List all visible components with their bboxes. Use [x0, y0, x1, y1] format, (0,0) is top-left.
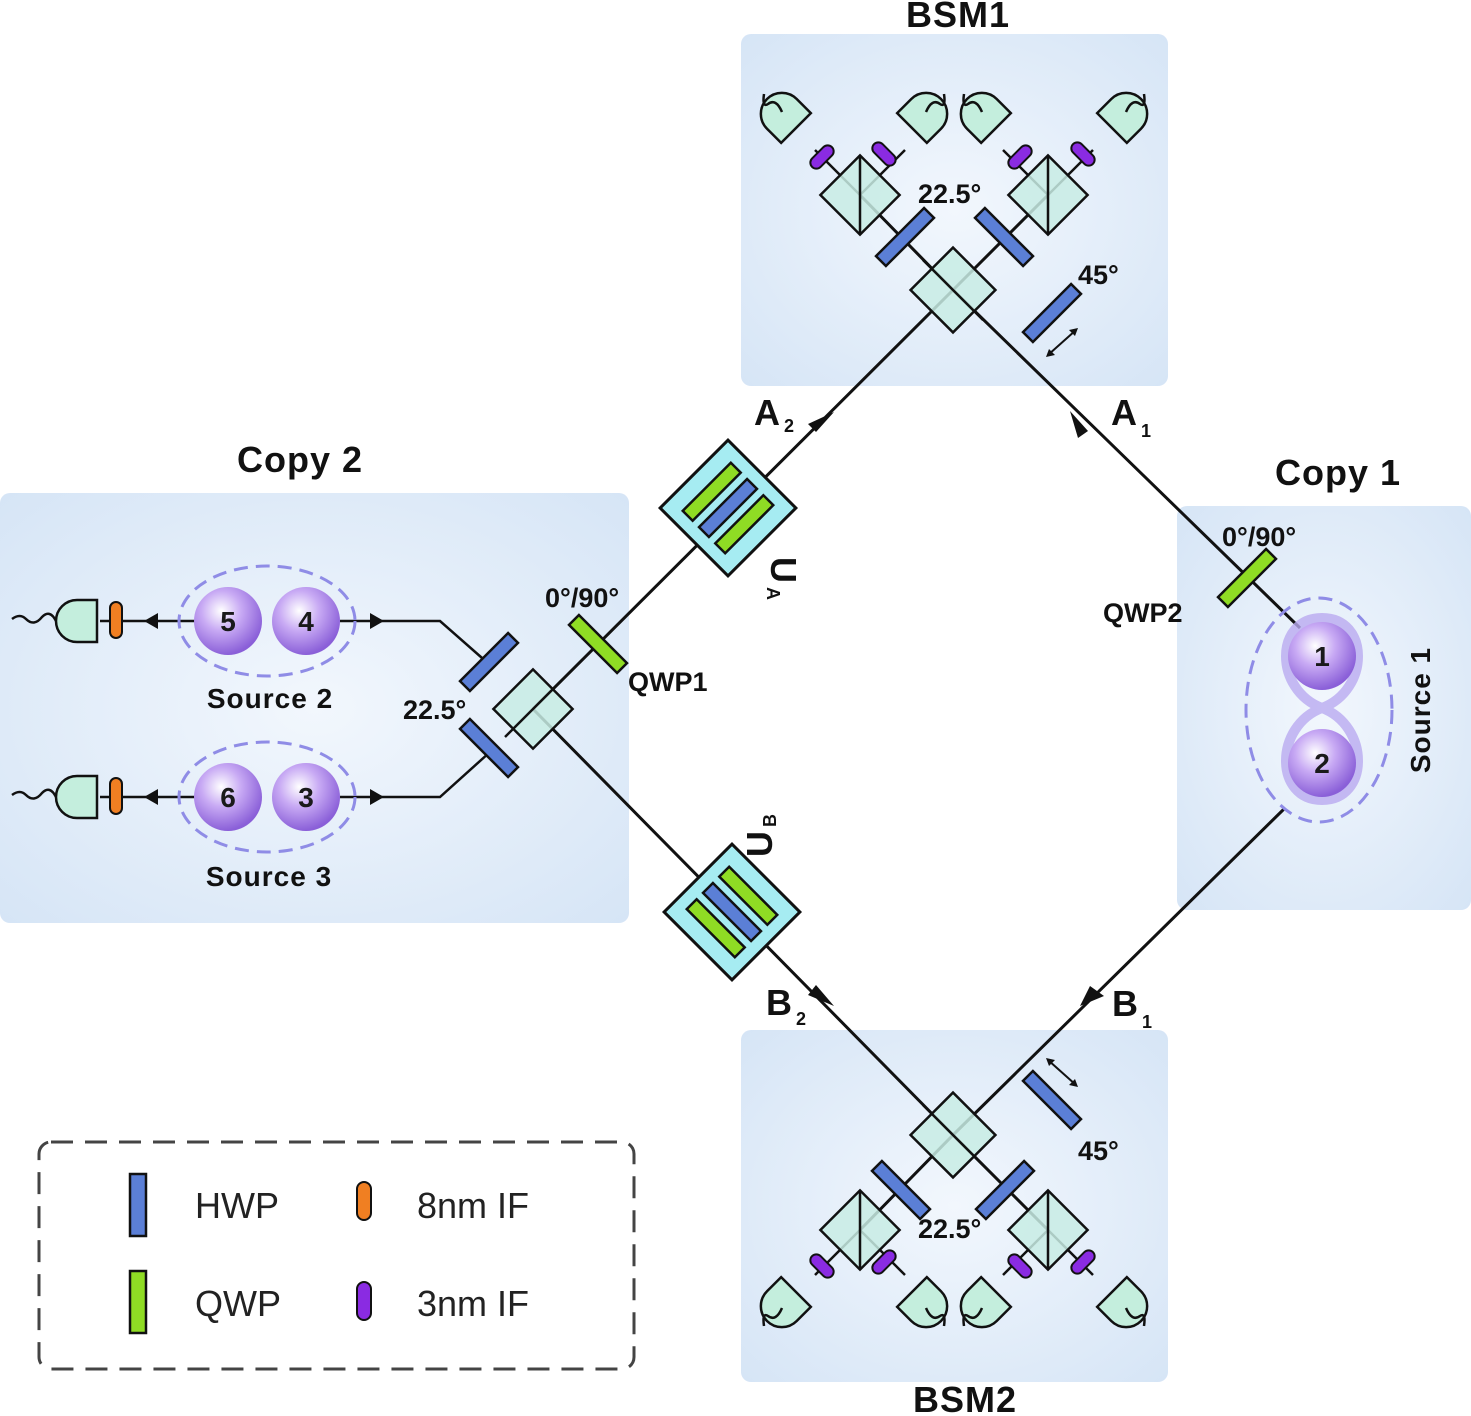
ua-box — [657, 437, 799, 579]
photon-5-label: 5 — [220, 606, 236, 637]
bsm2-hwp-45 — [1021, 1069, 1083, 1131]
legend: HWP QWP 8nm IF 3nm IF — [37, 1140, 636, 1371]
svg-text:1: 1 — [1141, 421, 1151, 441]
bsm1-angle-45: 45° — [1078, 260, 1119, 290]
copy1-module — [1216, 547, 1394, 824]
copy2-title: Copy 2 — [237, 439, 363, 480]
qwp1-label: QWP1 — [628, 667, 708, 697]
bsm2-hwp-left — [870, 1159, 932, 1221]
ub-box — [661, 841, 803, 983]
legend-if8-swatch — [356, 1181, 372, 1221]
legend-if3-swatch — [356, 1281, 372, 1321]
bsm2-if-2 — [871, 1249, 897, 1275]
copy2-module — [11, 564, 629, 854]
source3-ring — [177, 740, 357, 854]
copy2-detector-top — [54, 598, 99, 644]
legend-hwp-label: HWP — [195, 1185, 279, 1226]
svg-text:A: A — [763, 587, 783, 600]
svg-text:B: B — [1112, 983, 1139, 1024]
bsm2-if-4 — [1070, 1249, 1096, 1275]
copy2-pbs — [491, 667, 575, 751]
photon-2 — [1288, 729, 1356, 797]
ua-label: U A — [763, 557, 804, 600]
photon-1 — [1288, 622, 1356, 690]
bsm2-if-1 — [809, 1253, 835, 1279]
bsm2-pbs-left — [818, 1188, 902, 1272]
legend-hwp-swatch — [128, 1172, 148, 1238]
svg-text:2: 2 — [796, 1009, 806, 1029]
photon-4 — [272, 587, 340, 655]
qwp2-angle: 0°/90° — [1222, 522, 1296, 552]
photon-2-label: 2 — [1314, 748, 1330, 779]
bsm2-angle-225: 22.5° — [918, 1214, 981, 1244]
qwp2 — [1216, 547, 1278, 609]
path-label-a2: A 2 — [754, 392, 794, 436]
bsm2-angle-45: 45° — [1078, 1136, 1119, 1166]
photon-3 — [272, 763, 340, 831]
svg-text:A: A — [754, 392, 781, 433]
bsm1-if-3 — [1007, 144, 1033, 170]
bsm1-hwp-45 — [1021, 282, 1083, 344]
bsm2-pbs-right — [1006, 1188, 1090, 1272]
photon-6 — [194, 763, 262, 831]
legend-if8-label: 8nm IF — [417, 1185, 529, 1226]
path-label-b2: B 2 — [766, 982, 806, 1029]
bsm1-module — [750, 82, 1158, 357]
bsm1-hwp-left — [874, 206, 936, 268]
source2-label: Source 2 — [207, 683, 333, 714]
legend-qwp-label: QWP — [195, 1283, 281, 1324]
copy2-if-top — [109, 601, 123, 639]
bsm1-title: BSM1 — [906, 0, 1010, 35]
legend-qwp-swatch — [128, 1269, 148, 1335]
svg-text:U: U — [763, 557, 804, 584]
photon-3-label: 3 — [298, 782, 314, 813]
path-label-b1: B 1 — [1112, 983, 1152, 1032]
svg-text:1: 1 — [1142, 1012, 1152, 1032]
svg-text:U: U — [739, 830, 780, 857]
bsm1-pbs-left — [818, 153, 902, 237]
photon-5 — [194, 587, 262, 655]
copy2-if-bottom — [109, 777, 123, 815]
copy2-angle-225: 22.5° — [403, 695, 466, 725]
bsm1-if-2 — [871, 141, 897, 167]
svg-text:A: A — [1111, 392, 1138, 433]
copy2-detector-bottom — [54, 774, 99, 820]
bsm2-hwp-right — [974, 1159, 1036, 1221]
qwp1 — [567, 613, 629, 675]
copy2-panel — [0, 493, 629, 923]
qwp2-label: QWP2 — [1103, 598, 1183, 628]
copy2-hwp-bottom — [458, 717, 520, 779]
bsm2-if-3 — [1007, 1253, 1033, 1279]
svg-text:2: 2 — [784, 416, 794, 436]
bsm2-title: BSM2 — [913, 1379, 1017, 1416]
photon-6-label: 6 — [220, 782, 236, 813]
bsm2-panel — [741, 1030, 1168, 1382]
bsm2-module — [750, 1058, 1158, 1338]
photon-4-label: 4 — [298, 606, 314, 637]
copy2-hwp-top — [458, 631, 520, 693]
bsm1-angle-225: 22.5° — [918, 179, 981, 209]
bsm1-if-4 — [1070, 141, 1096, 167]
source3-label: Source 3 — [206, 861, 332, 892]
bsm1-beam-splitter — [908, 245, 998, 335]
bsm1-panel — [741, 34, 1168, 386]
photon-1-label: 1 — [1314, 641, 1330, 672]
svg-text:B: B — [760, 814, 780, 827]
svg-text:B: B — [766, 982, 793, 1023]
qwp1-angle: 0°/90° — [545, 583, 619, 613]
source1-figure-eight — [1281, 612, 1363, 806]
copy1-title: Copy 1 — [1275, 452, 1401, 493]
legend-if3-label: 3nm IF — [417, 1283, 529, 1324]
bsm1-pbs-right — [1006, 153, 1090, 237]
bsm2-beam-splitter — [908, 1090, 998, 1180]
source1-ring — [1244, 596, 1394, 824]
path-label-a1: A 1 — [1111, 392, 1151, 441]
ub-label: U B — [739, 814, 780, 857]
source1-label: Source 1 — [1405, 647, 1436, 773]
bsm1-hwp-right — [973, 206, 1035, 268]
bsm1-if-1 — [809, 144, 835, 170]
source2-ring — [177, 564, 357, 678]
